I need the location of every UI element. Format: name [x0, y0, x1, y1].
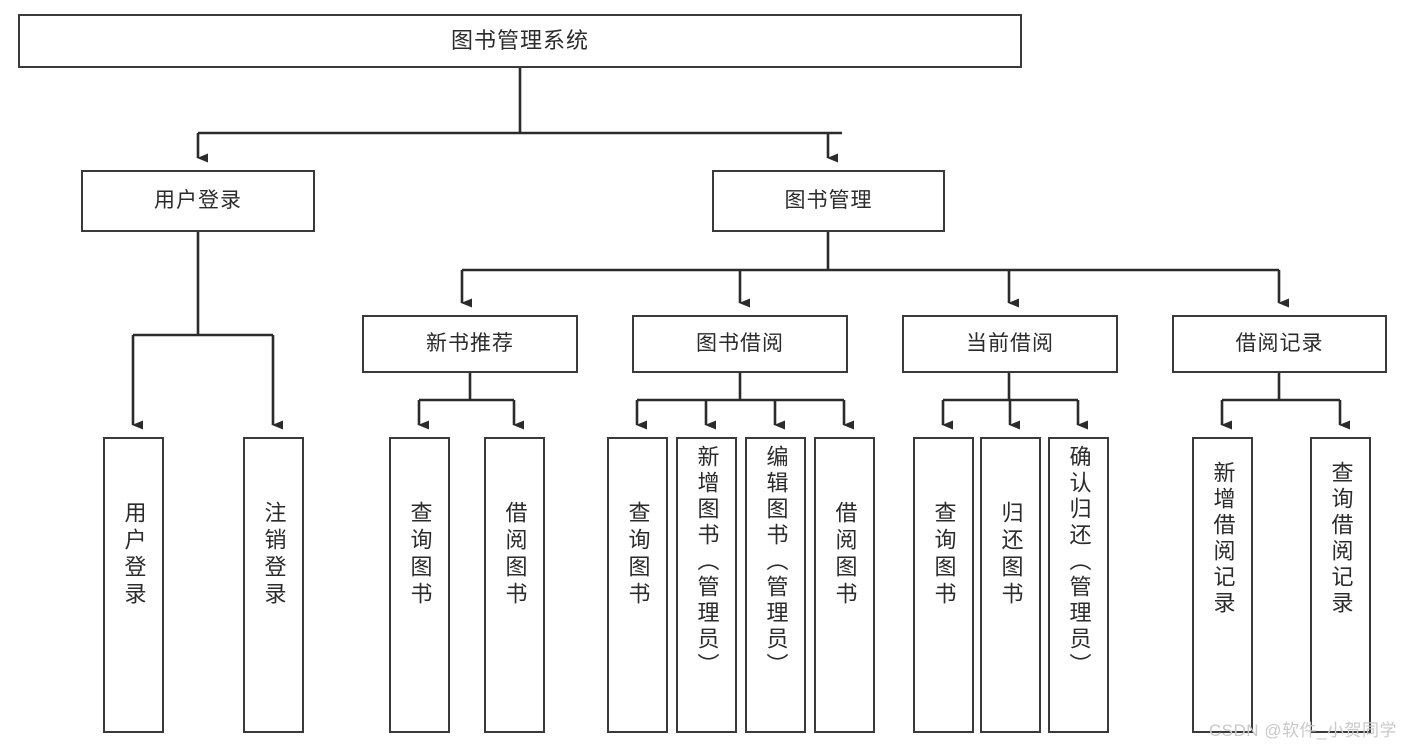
- node-leaf-confirm-return[interactable]: 确认归还（管理员）: [1048, 437, 1109, 733]
- node-leaf-borrow-book-1[interactable]: 借阅图书: [484, 437, 545, 733]
- node-leaf-return-book-label: 归还图书: [998, 501, 1024, 609]
- node-leaf-borrow-book-1-label: 借阅图书: [502, 501, 528, 609]
- node-leaf-return-book[interactable]: 归还图书: [980, 437, 1041, 733]
- node-user-login[interactable]: 用户登录: [81, 170, 315, 232]
- node-leaf-query-book-2-label: 查询图书: [625, 501, 651, 609]
- node-leaf-add-book[interactable]: 新增图书（管理员）: [676, 437, 737, 733]
- node-leaf-query-book-1-label: 查询图书: [407, 501, 433, 609]
- node-leaf-user-login[interactable]: 用户登录: [103, 437, 164, 733]
- node-book-management-label: 图书管理: [784, 188, 873, 212]
- node-leaf-add-record-label: 新增借阅记录: [1210, 461, 1236, 617]
- node-book-borrow[interactable]: 图书借阅: [632, 315, 848, 373]
- node-leaf-borrow-book-2-label: 借阅图书: [832, 501, 858, 609]
- node-leaf-confirm-return-label: 确认归还（管理员）: [1066, 445, 1092, 679]
- node-root[interactable]: 图书管理系统: [18, 14, 1022, 68]
- node-leaf-query-record-label: 查询借阅记录: [1328, 461, 1354, 617]
- node-book-management[interactable]: 图书管理: [712, 170, 945, 232]
- node-leaf-logout[interactable]: 注销登录: [243, 437, 304, 733]
- node-leaf-borrow-book-2[interactable]: 借阅图书: [814, 437, 875, 733]
- node-new-book-recommend-label: 新书推荐: [426, 331, 514, 355]
- node-new-book-recommend[interactable]: 新书推荐: [362, 315, 578, 373]
- node-leaf-query-book-1[interactable]: 查询图书: [389, 437, 450, 733]
- node-leaf-edit-book[interactable]: 编辑图书（管理员）: [745, 437, 806, 733]
- node-current-borrow[interactable]: 当前借阅: [902, 315, 1118, 373]
- node-root-label: 图书管理系统: [450, 28, 589, 54]
- node-leaf-edit-book-label: 编辑图书（管理员）: [763, 445, 789, 679]
- node-book-borrow-label: 图书借阅: [696, 331, 784, 355]
- node-leaf-add-record[interactable]: 新增借阅记录: [1192, 437, 1253, 733]
- node-borrow-record[interactable]: 借阅记录: [1172, 315, 1387, 373]
- node-leaf-query-book-2[interactable]: 查询图书: [607, 437, 668, 733]
- node-current-borrow-label: 当前借阅: [966, 331, 1054, 355]
- node-user-login-label: 用户登录: [154, 188, 242, 212]
- node-leaf-add-book-label: 新增图书（管理员）: [694, 445, 720, 679]
- node-borrow-record-label: 借阅记录: [1235, 331, 1324, 355]
- node-leaf-user-login-label: 用户登录: [121, 501, 147, 609]
- node-leaf-query-record[interactable]: 查询借阅记录: [1310, 437, 1371, 733]
- node-leaf-query-book-3-label: 查询图书: [931, 501, 957, 609]
- node-leaf-query-book-3[interactable]: 查询图书: [913, 437, 974, 733]
- node-leaf-logout-label: 注销登录: [261, 501, 287, 609]
